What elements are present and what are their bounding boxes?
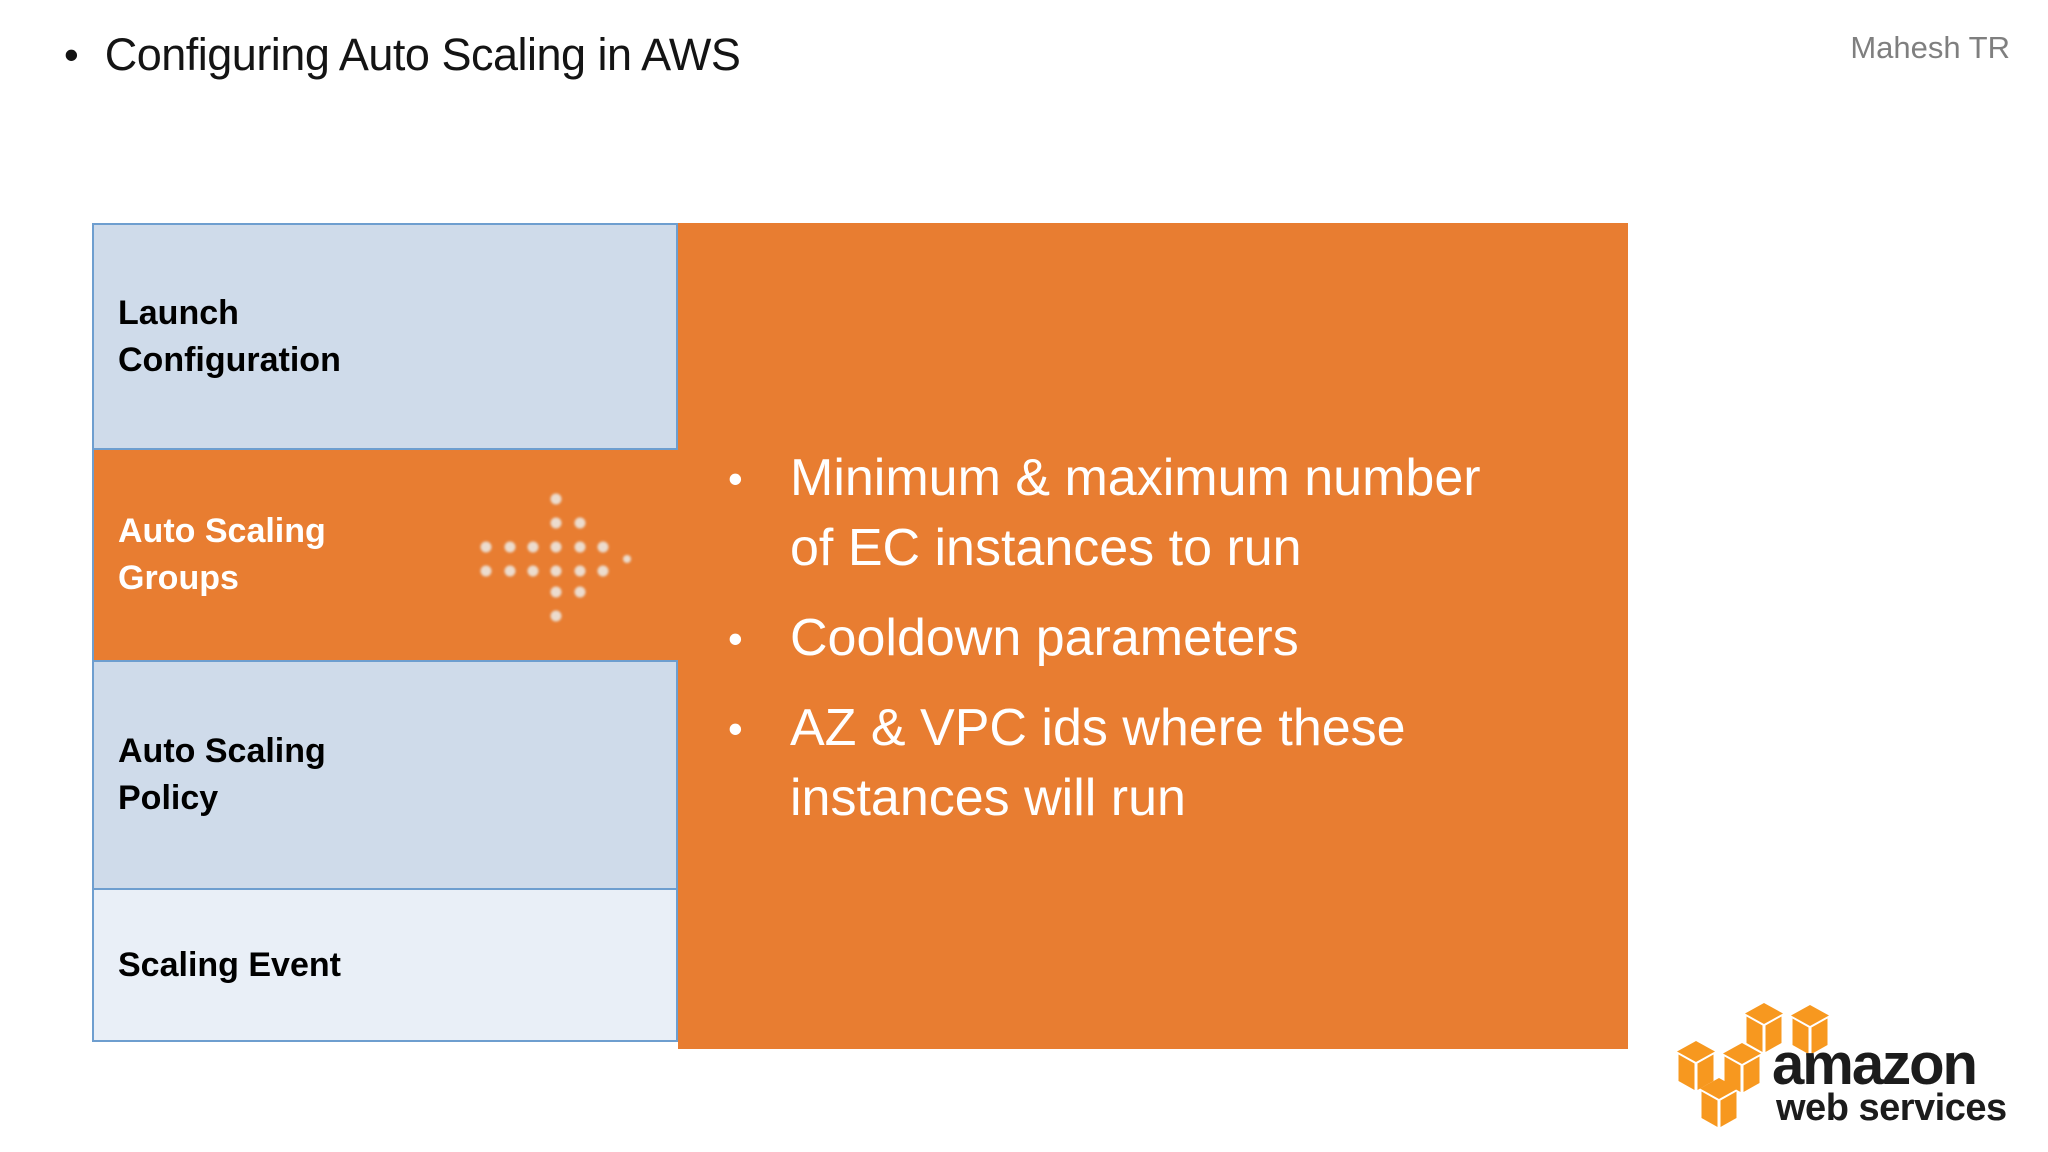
bullet-text: Cooldown parameters	[790, 609, 1299, 667]
aws-cube-icon	[1677, 1041, 1715, 1090]
logo-sub-text: web services	[1775, 1087, 2007, 1129]
bullet-text: Minimum & maximum number of EC instances…	[790, 449, 1481, 577]
bullet-item: • Cooldown parameters	[712, 603, 1530, 673]
bullet-dot-icon: •	[728, 455, 743, 502]
content-panel	[678, 223, 1628, 1049]
title-row: • Configuring Auto Scaling in AWS	[64, 24, 741, 86]
sidebar-item-auto-scaling-groups: Auto Scaling Groups	[92, 448, 678, 662]
sidebar-item-scaling-event: Scaling Event	[92, 888, 678, 1042]
sidebar-item-launch-configuration: Launch Configuration	[92, 223, 678, 450]
sidebar-item-auto-scaling-policy: Auto Scaling Policy	[92, 660, 678, 890]
title-bullet-icon: •	[64, 31, 79, 78]
sidebar-item-label: Scaling Event	[118, 945, 341, 984]
sidebar-item-label: Auto Scaling Groups	[118, 512, 326, 597]
bullet-dot-icon: •	[728, 705, 743, 752]
content-bullet-list: • Minimum & maximum number of EC instance…	[712, 443, 1530, 853]
sidebar-item-label: Auto Scaling Policy	[118, 732, 326, 817]
bullet-item: • AZ & VPC ids where these instances will…	[712, 693, 1530, 833]
sidebar: Launch Configuration Auto Scaling Groups…	[92, 223, 678, 1042]
sidebar-item-label: Launch Configuration	[118, 293, 341, 379]
logo-brand-text: amazon	[1772, 1032, 1976, 1097]
bullet-text: AZ & VPC ids where these instances will …	[790, 699, 1406, 827]
bullet-dot-icon: •	[728, 615, 743, 662]
page-title: Configuring Auto Scaling in AWS	[104, 29, 741, 80]
dotted-arrow-right-icon	[470, 480, 650, 630]
author-name: Mahesh TR	[1850, 30, 2010, 65]
aws-logo: amazon web services	[1677, 1003, 2007, 1129]
bullet-item: • Minimum & maximum number of EC instance…	[712, 443, 1530, 583]
